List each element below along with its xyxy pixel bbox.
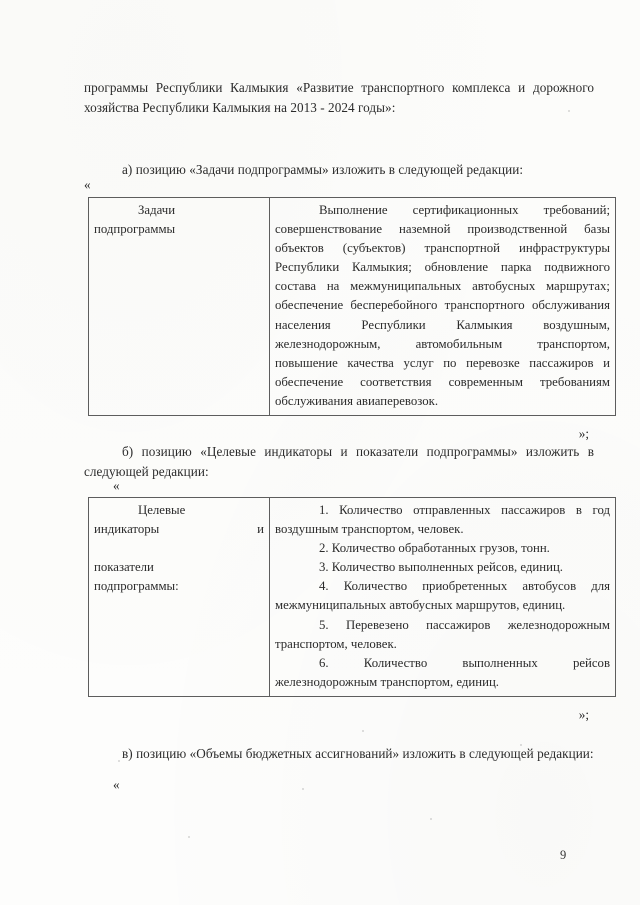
indicator-item: 4. Количество приобретенных автобусов дл… — [275, 579, 610, 613]
table-zadachi-podprogrammy: Задачи подпрограммы Выполнение сертифика… — [88, 196, 616, 417]
table-1-left-line-2: подпрограммы — [94, 222, 176, 237]
scan-speck — [188, 836, 190, 838]
table-2-left-line-4: подпрограммы: — [94, 579, 179, 594]
quote-open-mark-c: « — [113, 777, 120, 792]
table-celevye-indikatory: Целевые индикаторы и показатели подпрогр… — [88, 497, 616, 697]
indicator-item: 1. Количество отправленных пассажиров в … — [275, 503, 610, 537]
table-1-right-text: Выполнение сертификационных требований; … — [275, 203, 610, 408]
scan-speck — [430, 818, 432, 820]
table-2-left-line-3: показатели — [94, 560, 154, 575]
scan-speck — [362, 730, 364, 732]
table-2-right-cell: 1. Количество отправленных пассажиров в … — [269, 497, 616, 697]
intro-paragraph-block: программы Республики Калмыкия «Развитие … — [84, 78, 594, 117]
indicator-item: 2. Количество обработанных грузов, тонн. — [319, 541, 550, 556]
section-a-lead-in: а) позицию «Задачи подпрограммы» изложит… — [122, 162, 524, 177]
section-c-lead-in-block: в) позицию «Объемы бюджетных ассигновани… — [84, 744, 594, 764]
table-2-left-line-2: индикаторы и — [94, 522, 264, 537]
intro-paragraph: программы Республики Калмыкия «Развитие … — [84, 80, 594, 115]
table-1-left-line-1: Задачи — [138, 203, 176, 217]
quote-close-mark-a: »; — [578, 426, 589, 441]
page-number: 9 — [560, 848, 567, 862]
indicator-item: 3. Количество выполненных рейсов, единиц… — [319, 560, 564, 575]
table-1-left-cell: Задачи подпрограммы — [88, 196, 270, 417]
section-c-lead-in: в) позицию «Объемы бюджетных ассигновани… — [122, 746, 594, 761]
scan-speck — [302, 788, 304, 790]
indicator-item: 6. Количество выполненных рейсов железно… — [275, 655, 610, 689]
section-b-lead-in-block: б) позицию «Целевые индикаторы и показат… — [84, 442, 594, 481]
table-1-right-cell: Выполнение сертификационных требований; … — [269, 196, 616, 417]
quote-open-mark-b: « — [113, 478, 120, 493]
quote-open-mark-a: « — [84, 177, 91, 192]
section-b-lead-in: б) позицию «Целевые индикаторы и показат… — [84, 444, 594, 479]
quote-close-mark-b: »; — [578, 707, 589, 722]
table-1: Задачи подпрограммы Выполнение сертифика… — [88, 196, 616, 417]
indicator-item: 5. Перевезено пассажиров железнодорожным… — [275, 617, 610, 651]
section-a-lead-in-block: а) позицию «Задачи подпрограммы» изложит… — [84, 160, 594, 180]
table-row: Задачи подпрограммы Выполнение сертифика… — [88, 196, 616, 417]
table-2: Целевые индикаторы и показатели подпрогр… — [88, 497, 616, 697]
table-row: Целевые индикаторы и показатели подпрогр… — [88, 497, 616, 697]
table-2-left-cell: Целевые индикаторы и показатели подпрогр… — [88, 497, 270, 697]
table-2-left-line-1: Целевые — [138, 503, 186, 517]
